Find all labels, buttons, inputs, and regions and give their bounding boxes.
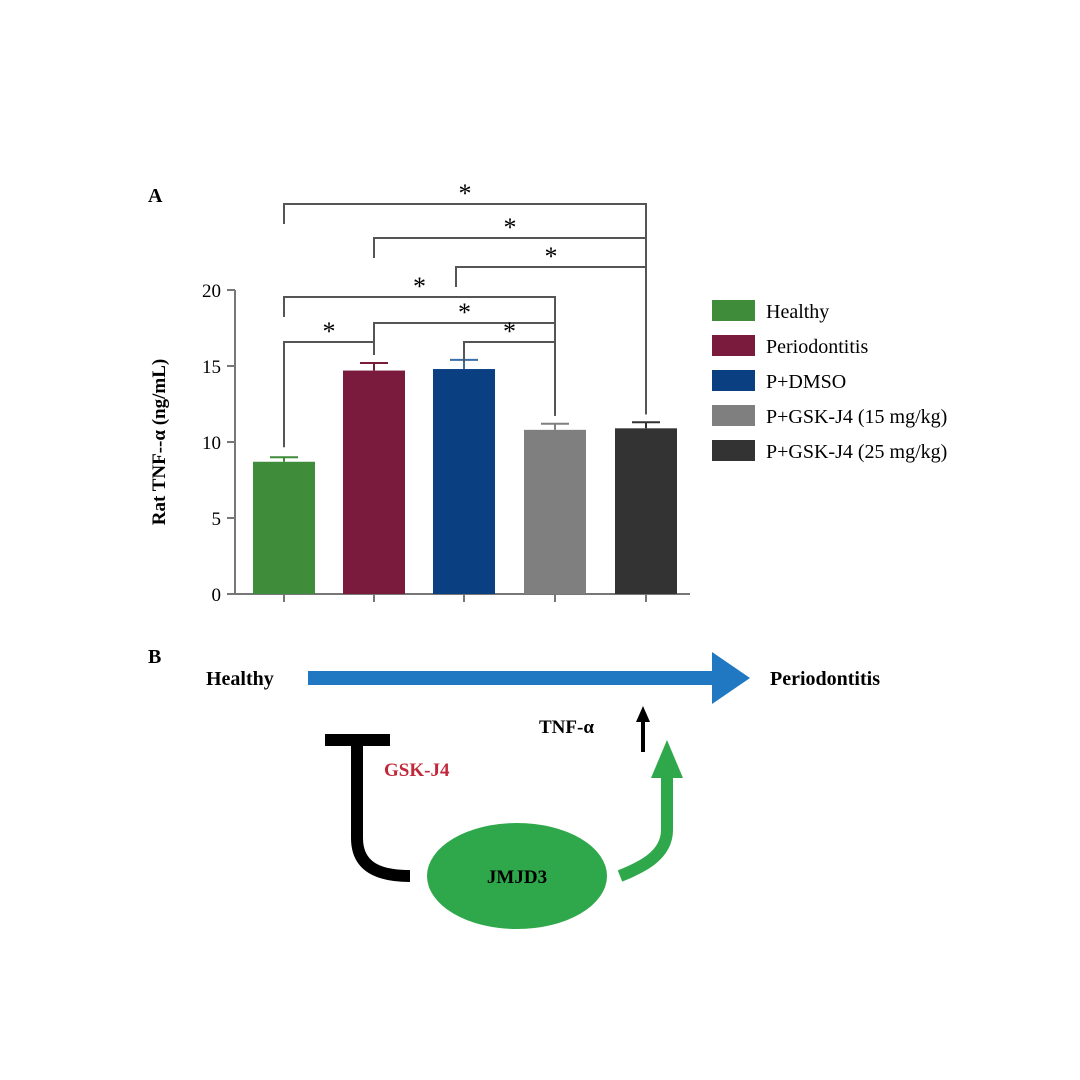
inhibition-symbol-icon	[325, 734, 411, 882]
y-tick-label: 20	[202, 281, 221, 302]
legend-swatch-1	[712, 300, 755, 321]
significance-bracket	[463, 341, 556, 416]
increase-arrow-icon	[636, 706, 650, 752]
y-tick-label: 5	[212, 509, 222, 530]
significance-star: *	[459, 179, 472, 208]
significance-star: *	[545, 242, 558, 271]
legend-label-2: Periodontitis	[766, 336, 868, 358]
x-ticks	[283, 594, 647, 602]
legend-swatch-3	[712, 370, 755, 391]
significance-star: *	[323, 317, 336, 346]
legend-label-1: Healthy	[766, 301, 829, 323]
y-tick-label: 15	[202, 357, 221, 378]
activation-arrow-icon	[617, 740, 683, 882]
significance-bracket	[283, 296, 556, 416]
legend-swatch-5	[712, 440, 755, 461]
bars	[253, 369, 677, 594]
jmjd3-node	[427, 823, 607, 929]
jmjd3-label: JMJD3	[487, 867, 547, 888]
significance-star: *	[504, 213, 517, 242]
legend-swatch-2	[712, 335, 755, 356]
bar-4	[524, 429, 586, 594]
y-ticks: 0 5 10 15 20	[202, 281, 235, 606]
significance-star: *	[503, 317, 516, 346]
significance-brackets: * * * * * * *	[283, 179, 647, 448]
gsk-j4-label: GSK-J4	[384, 760, 450, 781]
y-tick-label: 0	[212, 585, 222, 606]
significance-bracket	[283, 341, 375, 448]
legend-label-5: P+GSK-J4 (25 mg/kg)	[766, 441, 947, 463]
bar-5	[615, 428, 677, 594]
pathway-diagram: Healthy Periodontitis TNF-α GSK-J4 JMJD3	[206, 652, 880, 929]
diagram-healthy-label: Healthy	[206, 668, 274, 690]
progression-arrow	[308, 652, 750, 704]
bar-3	[433, 369, 495, 594]
panel-a-label: A	[148, 185, 163, 207]
bar-1	[253, 461, 315, 594]
legend-swatch-4	[712, 405, 755, 426]
tnf-alpha-label: TNF-α	[539, 717, 594, 738]
y-axis-title: Rat TNF--α (ng/mL)	[149, 359, 170, 525]
bar-chart: 0 5 10 15 20 * * * * * * * Rat TNF--α (ng/mL)	[149, 179, 690, 606]
diagram-periodontitis-label: Periodontitis	[770, 668, 880, 690]
y-tick-label: 10	[202, 433, 221, 454]
legend-label-4: P+GSK-J4 (15 mg/kg)	[766, 406, 947, 428]
significance-star: *	[413, 272, 426, 301]
significance-bracket	[455, 266, 647, 415]
bar-2	[343, 370, 405, 594]
panel-b-label: B	[148, 646, 161, 668]
significance-star: *	[458, 298, 471, 327]
legend-label-3: P+DMSO	[766, 371, 846, 393]
